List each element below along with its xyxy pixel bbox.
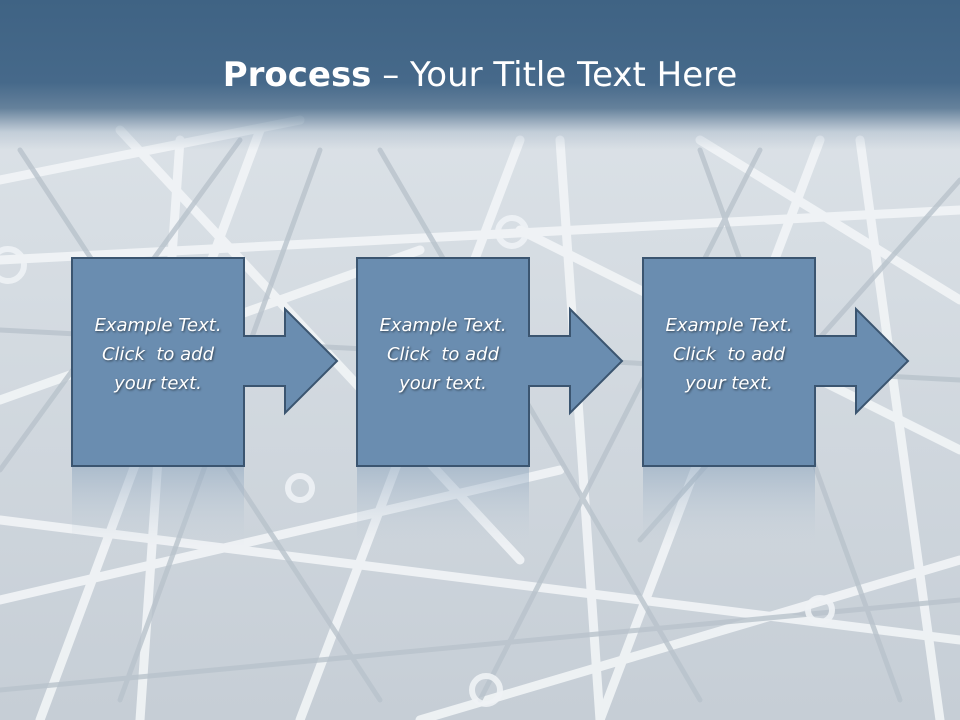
step-3-arrow-box[interactable] — [642, 257, 910, 467]
step-2-line-3: your text. — [399, 373, 487, 394]
step-2-reflection — [357, 467, 529, 547]
step-2-text[interactable]: Example Text. Click to add your text. — [357, 311, 529, 398]
step-3-reflection — [643, 467, 815, 547]
step-1-line-1: Example Text. — [94, 315, 222, 336]
step-1-arrow-box[interactable] — [71, 257, 339, 467]
step-3-text[interactable]: Example Text. Click to add your text. — [643, 311, 815, 398]
title-band — [0, 0, 960, 150]
step-1-line-2: Click to add — [101, 344, 214, 365]
slide-title[interactable]: Process – Your Title Text Here — [0, 50, 960, 100]
title-bold: Process — [222, 55, 372, 95]
step-1-text[interactable]: Example Text. Click to add your text. — [72, 311, 244, 398]
step-3-line-1: Example Text. — [665, 315, 793, 336]
step-1-reflection — [72, 467, 244, 547]
title-rest: – Your Title Text Here — [371, 55, 738, 95]
step-2-line-2: Click to add — [386, 344, 499, 365]
step-2-arrow-box[interactable] — [356, 257, 624, 467]
step-3-line-2: Click to add — [672, 344, 785, 365]
step-3-line-3: your text. — [685, 373, 773, 394]
step-2-line-1: Example Text. — [379, 315, 507, 336]
step-1-line-3: your text. — [114, 373, 202, 394]
